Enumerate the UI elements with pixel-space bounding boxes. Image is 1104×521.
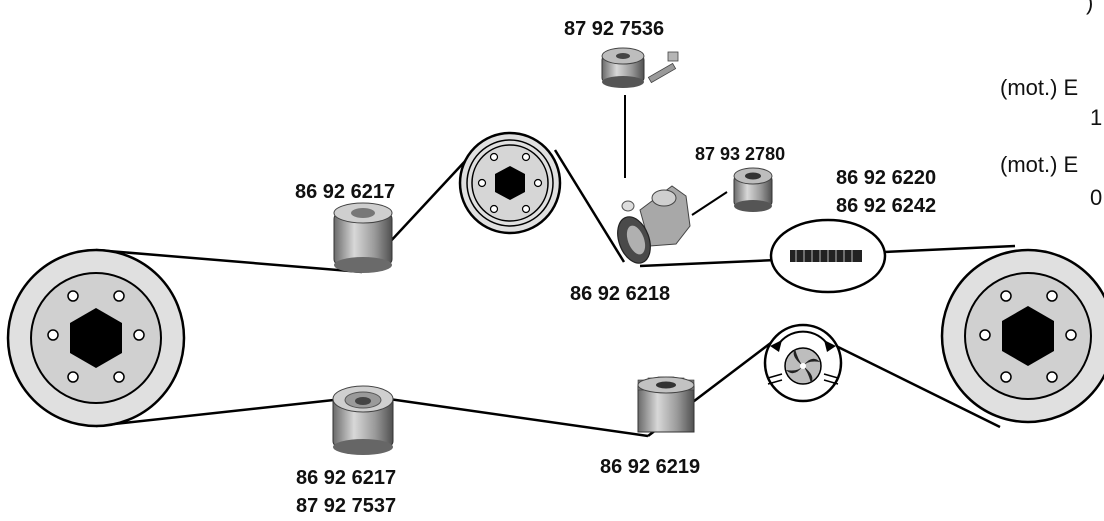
side-note-line: ) (1086, 0, 1094, 15)
belt-segment (553, 149, 626, 263)
part-label-idler-lower-2: 87 92 7537 (296, 495, 397, 517)
belt-segment (883, 244, 1016, 254)
part-label-idler-upper: 86 92 6217 (295, 181, 396, 203)
part-label-idler-pulley: 87 93 2780 (695, 144, 786, 164)
side-note-line: (mot.) E (1000, 75, 1079, 100)
drive-sprocket-icon (637, 376, 695, 433)
belt-segment (381, 396, 649, 438)
belt-segment (95, 396, 353, 428)
part-label-tensioner-pulley: 86 92 6218 (570, 283, 671, 305)
crankshaft-pulley-left (6, 248, 186, 428)
timing-belt-icon (790, 250, 862, 262)
belt-segment (95, 248, 363, 274)
tensioner-pulley-icon (617, 185, 691, 264)
belt-callout (769, 218, 887, 294)
part-label-tensioner-kit: 87 92 7536 (564, 18, 665, 40)
hex-hub-icon (1002, 306, 1054, 366)
camshaft-pulley-right (940, 248, 1104, 424)
part-label-belt-2: 86 92 6242 (836, 195, 937, 217)
side-note-line: (mot.) E (1000, 152, 1079, 177)
side-note-line: 1 (1090, 105, 1103, 130)
part-label-idler-lower-1: 86 92 6217 (296, 467, 397, 489)
leader-lines (624, 95, 728, 216)
hex-hub-icon (70, 308, 122, 368)
leader-line (691, 191, 728, 216)
tensioner-kit-icon (601, 47, 679, 88)
side-note-line: 0 (1090, 185, 1103, 210)
idler-pulley-lower-icon (332, 385, 394, 455)
water-pump-icon (763, 323, 843, 403)
part-label-belt-1: 86 92 6220 (836, 167, 937, 189)
idler-pulley-small-icon (733, 167, 773, 212)
hex-hub-icon (495, 166, 525, 200)
part-label-drive-sprocket: 86 92 6219 (600, 456, 701, 478)
upper-drive-pulley (458, 131, 562, 235)
idler-pulley-upper-icon (333, 202, 393, 273)
belt-segment (831, 342, 1001, 429)
belt-segment (639, 258, 777, 268)
